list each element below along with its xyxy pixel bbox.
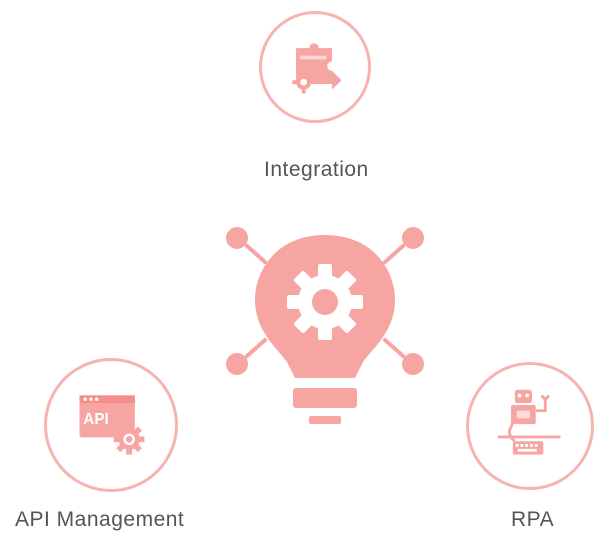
api-management-label: API Management bbox=[15, 508, 185, 531]
puzzle-gear-arrow-icon bbox=[292, 43, 342, 94]
lightbulb-gear-icon bbox=[226, 227, 424, 424]
robot-arm-keyboard-icon bbox=[497, 389, 561, 455]
rpa-circle bbox=[466, 362, 594, 490]
api-circle: API bbox=[44, 358, 178, 492]
api-icon-text: API bbox=[83, 411, 108, 428]
rpa-label: RPA bbox=[511, 508, 555, 531]
api-window-gear-icon: API bbox=[79, 395, 145, 455]
integration-label: Integration bbox=[264, 158, 369, 181]
integration-circle bbox=[259, 11, 371, 123]
